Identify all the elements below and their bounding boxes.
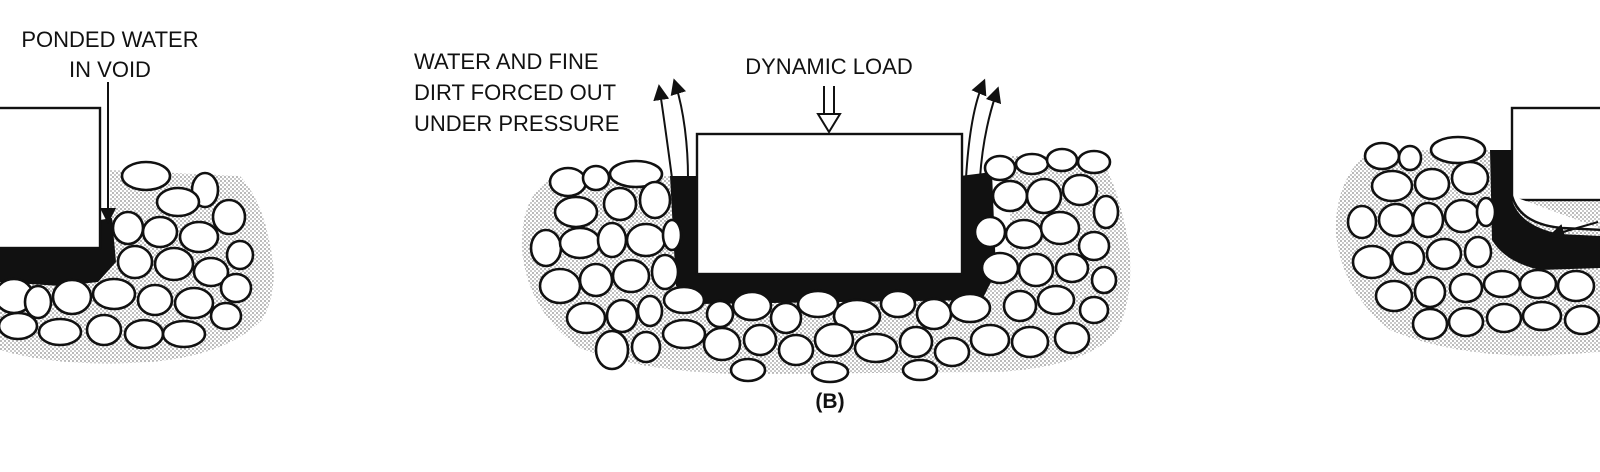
concrete-slab-c	[1510, 106, 1600, 202]
pumped-fines-b	[670, 172, 996, 304]
panel-c	[1335, 106, 1600, 356]
concrete-slab-a	[0, 106, 102, 250]
void-water-a	[0, 218, 116, 286]
ponded-water-label-line2: IN VOID	[69, 57, 151, 82]
panel-b-caption: (B)	[815, 390, 844, 413]
panel-a: PONDED WATER IN VOID	[0, 27, 274, 364]
water-fines-label-line3: UNDER PRESSURE	[414, 111, 619, 136]
aggregate-rocks-a	[0, 160, 255, 350]
dynamic-load-arrow	[816, 86, 842, 134]
ponded-water-label-line1: PONDED WATER	[21, 27, 198, 52]
water-fines-label-line2: DIRT FORCED OUT	[414, 80, 616, 105]
aggregate-rocks-c	[1346, 135, 1600, 341]
aggregate-rocks-b	[529, 147, 1120, 384]
concrete-slab-b	[695, 132, 964, 276]
dynamic-load-label: DYNAMIC LOAD	[745, 54, 912, 79]
void-fines-c	[1490, 150, 1600, 270]
panel-b: WATER AND FINE DIRT FORCED OUT UNDER PRE…	[414, 49, 1131, 413]
water-ejection-arrows	[653, 78, 1002, 179]
panel-c-arrow	[1548, 221, 1599, 240]
water-fines-label-line1: WATER AND FINE	[414, 49, 599, 74]
